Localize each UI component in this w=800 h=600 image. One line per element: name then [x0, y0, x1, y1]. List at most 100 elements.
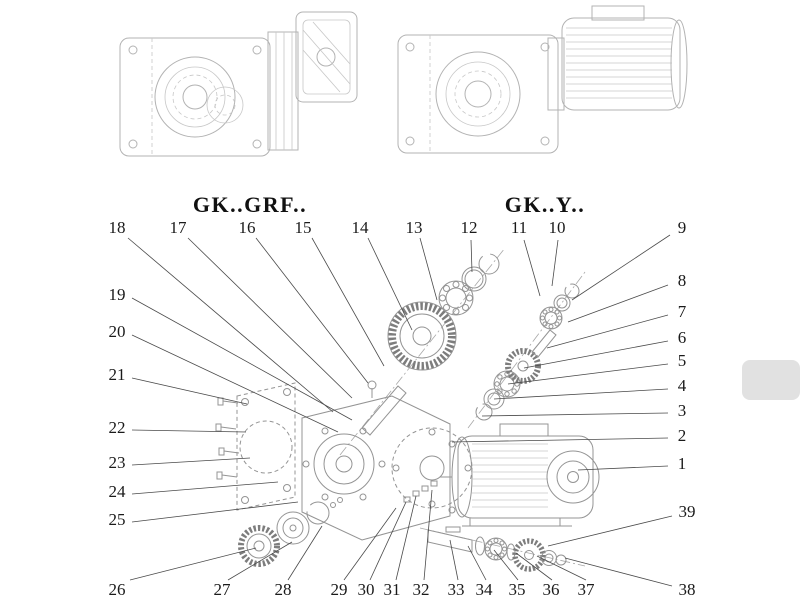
washer: [483, 388, 505, 410]
leader-line-29: [343, 507, 397, 581]
leader-line-38: [564, 557, 673, 587]
callout-26: 26: [108, 580, 126, 599]
leader-line-7: [546, 314, 669, 349]
leader-line-2: [451, 437, 669, 443]
callout-21: 21: [108, 365, 126, 384]
gearbox-y-drawing: [397, 5, 688, 154]
leader-line-4: [493, 388, 669, 400]
callout-32: 32: [412, 580, 430, 599]
terminal-box: [499, 423, 549, 437]
callout-2: 2: [677, 426, 687, 445]
snap-ring: [475, 403, 493, 421]
spacer-ring: [553, 294, 571, 312]
leader-line-14: [367, 237, 413, 331]
callout-39: 39: [678, 502, 696, 521]
leader-line-9: [571, 234, 671, 301]
callout-38: 38: [678, 580, 696, 599]
callout-25: 25: [108, 510, 126, 529]
output-cover-assembly: [238, 497, 343, 567]
leader-line-25: [131, 501, 299, 523]
shaft-key: [445, 526, 461, 533]
callout-3: 3: [677, 401, 687, 420]
mounting-flange-plate: [236, 382, 296, 511]
leader-line-18: [127, 237, 334, 413]
input-bearing: [438, 280, 474, 316]
leader-line-21: [131, 377, 248, 405]
leader-line-16: [255, 237, 369, 384]
leader-line-8: [567, 284, 669, 323]
pinion-shaft-assembly: [475, 283, 580, 421]
leader-line-39: [547, 515, 673, 547]
leader-line-17: [187, 237, 353, 399]
callout-19: 19: [108, 285, 126, 304]
output-bearing: [484, 537, 508, 561]
leader-line-28: [287, 525, 323, 581]
pinion-shaft: [531, 329, 557, 358]
callout-5: 5: [677, 351, 687, 370]
input-shaft-assembly: [361, 253, 500, 436]
variant-title-grf: GK..GRF..: [192, 192, 308, 217]
callout-28: 28: [274, 580, 292, 599]
leader-line-30: [369, 501, 407, 581]
leader-line-19: [131, 297, 353, 421]
callout-4: 4: [677, 376, 687, 395]
callout-6: 6: [677, 328, 687, 347]
callout-35: 35: [508, 580, 526, 599]
callout-12: 12: [460, 218, 478, 237]
large-helical-gear: [388, 302, 456, 370]
motor-fasteners: [403, 480, 438, 503]
leader-line-37: [536, 555, 587, 581]
leader-line-6: [523, 340, 669, 369]
leader-line-26: [129, 547, 257, 581]
cover-circlip: [306, 501, 330, 525]
callout-17: 17: [169, 218, 187, 237]
callout-14: 14: [351, 218, 369, 237]
callout-1: 1: [677, 454, 687, 473]
leader-line-23: [131, 457, 251, 466]
callout-8: 8: [677, 271, 687, 290]
callout-22: 22: [108, 418, 126, 437]
callout-33: 33: [447, 580, 465, 599]
leader-line-24: [131, 481, 279, 495]
callout-10: 10: [548, 218, 566, 237]
leader-line-13: [419, 237, 438, 301]
spacer: [506, 543, 516, 561]
callout-37: 37: [577, 580, 595, 599]
callout-20: 20: [108, 322, 126, 341]
leader-line-35: [493, 549, 519, 581]
input-shaft-axis: [339, 247, 506, 456]
leader-line-3: [481, 412, 669, 417]
variant-title-y: GK..Y..: [504, 192, 586, 217]
leader-line-27: [227, 541, 293, 581]
leader-line-36: [515, 552, 553, 581]
vent-plug: [367, 380, 377, 390]
output-gear: [512, 538, 546, 572]
bearing-cover: [276, 511, 310, 545]
leader-line-11: [523, 239, 541, 297]
callout-30: 30: [357, 580, 375, 599]
leader-line-10: [551, 239, 559, 287]
leader-line-31: [395, 495, 417, 581]
upper-bearing: [539, 306, 563, 330]
callout-27: 27: [213, 580, 231, 599]
leader-line-12: [470, 239, 473, 273]
callout-24: 24: [108, 482, 126, 501]
leader-line-34: [467, 545, 487, 581]
callout-31: 31: [383, 580, 401, 599]
leader-lines: [127, 234, 673, 587]
bevel-gear: [505, 348, 541, 384]
thrust-washer: [475, 536, 485, 556]
retaining-ring: [478, 253, 500, 275]
callout-29: 29: [330, 580, 348, 599]
callout-36: 36: [542, 580, 560, 599]
leader-line-15: [311, 237, 385, 367]
callout-11: 11: [510, 218, 528, 237]
leader-line-20: [131, 334, 339, 433]
callout-34: 34: [475, 580, 493, 599]
leader-line-5: [507, 363, 669, 385]
callout-9: 9: [677, 218, 687, 237]
watermark-blob: [742, 360, 800, 400]
